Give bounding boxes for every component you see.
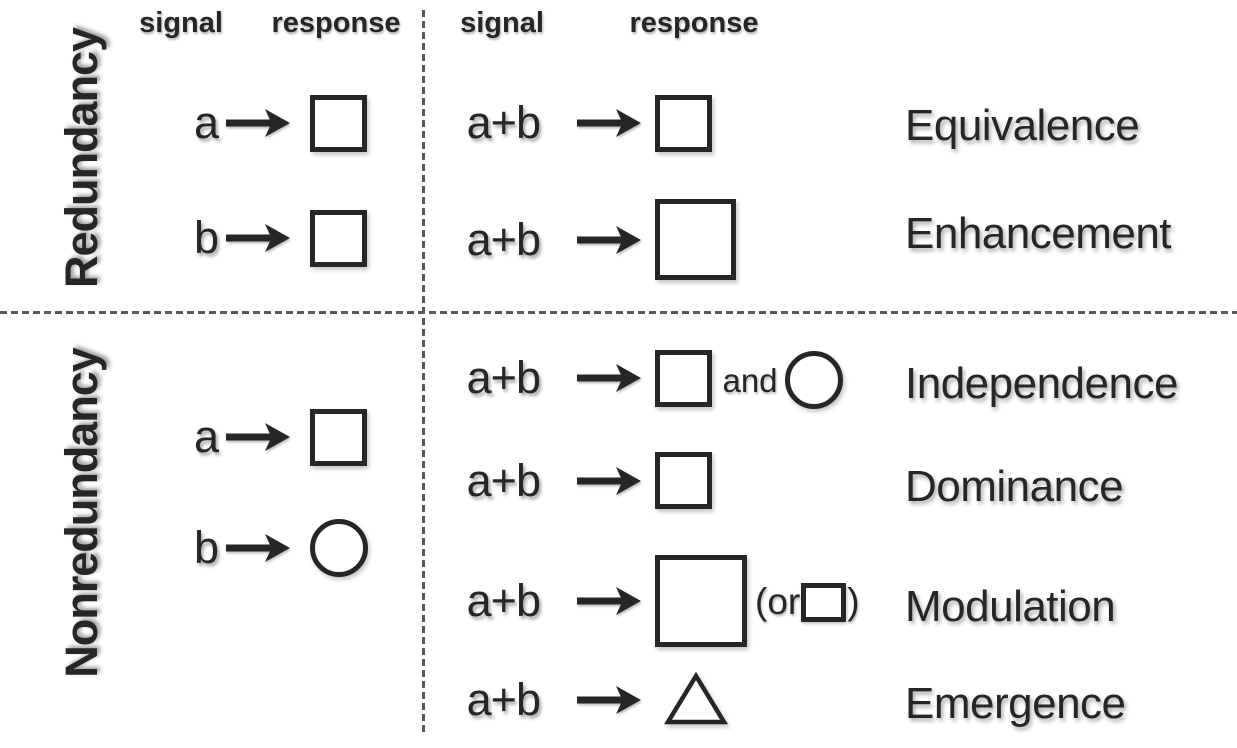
redundancy-combined-signal-equivalence: a+b <box>466 97 541 148</box>
nonredundancy-combined-signal-modulation: a+b <box>466 575 541 626</box>
redundancy-combined-signal-enhancement: a+b <box>466 214 541 265</box>
alt-open-paren: (or <box>755 581 801 622</box>
small-square-response-icon <box>655 350 712 407</box>
small-square-response-icon <box>310 95 367 152</box>
arrow-icon <box>577 587 641 615</box>
outcome-label-emergence: Emergence <box>905 679 1126 728</box>
and-connector: and <box>722 362 778 399</box>
nonredundancy-combined-signal-dominance: a+b <box>466 455 541 506</box>
arrow-icon <box>577 109 641 137</box>
large-square-response-icon <box>655 199 736 280</box>
vertical-divider <box>422 10 425 736</box>
separate-signal-header: signal <box>139 7 223 39</box>
nonredundancy-axis-label: Nonredundancy <box>56 348 107 678</box>
small-square-response-icon <box>655 452 712 509</box>
combined-signal-header: signal <box>460 7 544 39</box>
circle-response-icon <box>785 351 843 409</box>
triangle-response-icon <box>664 671 728 725</box>
arrow-icon <box>577 467 641 495</box>
outcome-label-dominance: Dominance <box>905 462 1124 511</box>
outcome-label-enhancement: Enhancement <box>905 209 1172 258</box>
horizontal-divider <box>0 311 1237 314</box>
small-square-response-icon <box>655 95 712 152</box>
arrow-icon <box>226 224 290 252</box>
outcome-label-independence: Independence <box>905 359 1178 408</box>
nonredundancy-combined-signal-emergence: a+b <box>466 674 541 725</box>
redundancy-separate-signal-a: a <box>193 97 219 148</box>
tiny-square-response-icon <box>801 582 847 622</box>
arrow-icon <box>577 364 641 392</box>
nonredundancy-separate-signal-b: b <box>193 522 219 573</box>
xlarge-square-response-icon <box>655 555 747 647</box>
outcome-label-modulation: Modulation <box>905 582 1116 631</box>
outcome-label-equivalence: Equivalence <box>905 101 1140 150</box>
arrow-icon <box>577 226 641 254</box>
alt-close-paren: ) <box>847 581 860 622</box>
separate-response-header: response <box>271 7 401 39</box>
nonredundancy-combined-signal-independence: a+b <box>466 352 541 403</box>
arrow-icon <box>226 423 290 451</box>
small-square-response-icon <box>310 210 367 267</box>
combined-response-header: response <box>629 7 759 39</box>
small-square-response-icon <box>310 409 367 466</box>
nonredundancy-separate-signal-a: a <box>193 411 219 462</box>
modulation-alternative-group: (or ) <box>755 578 860 626</box>
redundancy-axis-label: Redundancy <box>56 27 107 289</box>
arrow-icon <box>226 534 290 562</box>
arrow-icon <box>226 109 290 137</box>
circle-response-icon <box>310 519 368 577</box>
redundancy-separate-signal-b: b <box>193 212 219 263</box>
arrow-icon <box>577 686 641 714</box>
